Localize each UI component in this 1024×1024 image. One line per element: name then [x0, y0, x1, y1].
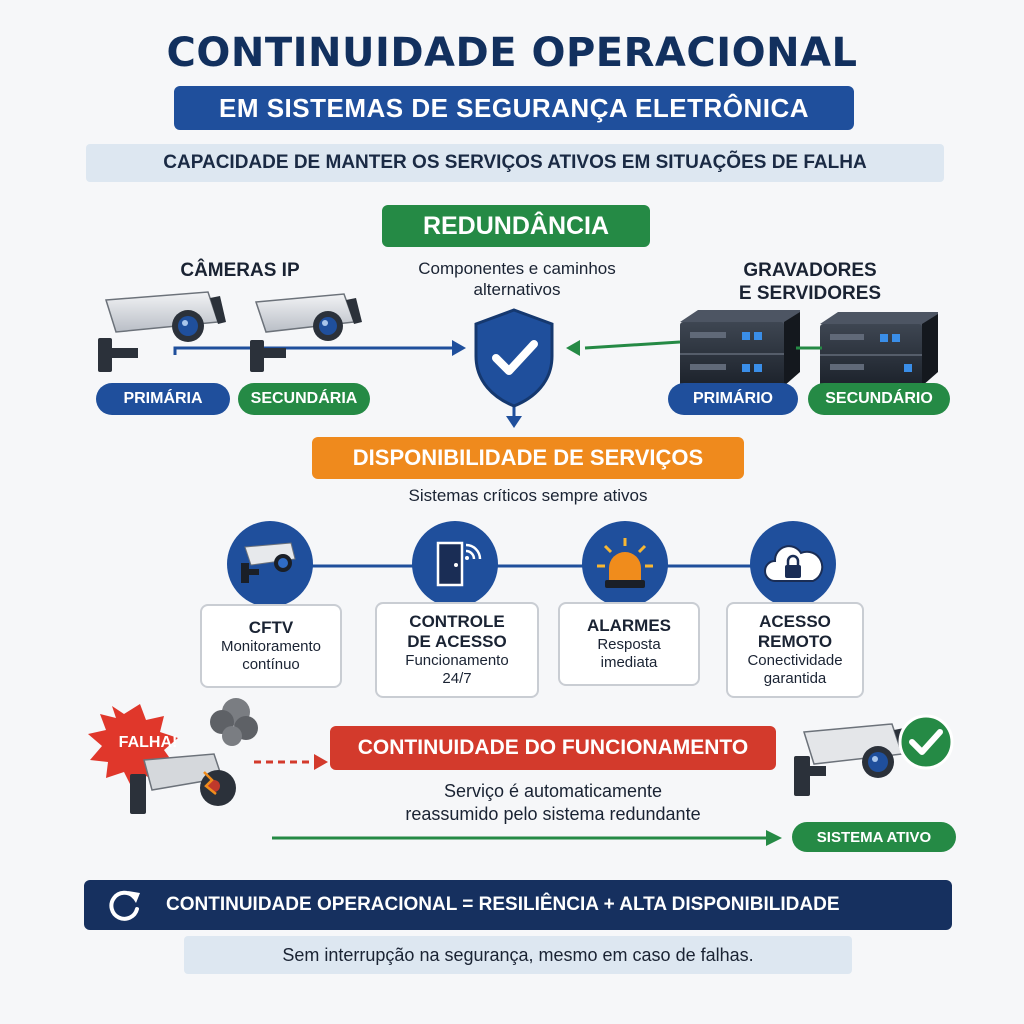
- service-title: CFTV: [248, 617, 294, 637]
- security-camera-icon: [250, 293, 362, 372]
- redundancy-description: Componentes e caminhos alternativos: [362, 258, 672, 301]
- smoke-icon: [210, 698, 258, 746]
- camera-link-line: [173, 346, 455, 355]
- server-secondary-tag: SECUNDÁRIO: [808, 383, 950, 415]
- check-icon: [898, 714, 954, 770]
- alarm-icon-circle: [582, 521, 668, 607]
- shield-check-icon: [474, 308, 554, 408]
- service-desc-line1: Funcionamento: [405, 652, 509, 670]
- continuity-pill: CONTINUIDADE DO FUNCIONAMENTO: [330, 726, 776, 770]
- security-camera-icon: [98, 291, 226, 372]
- service-card-alarms: ALARMES Resposta imediata: [558, 602, 700, 686]
- server-icon: [820, 312, 938, 386]
- service-desc-line1: Resposta: [597, 636, 661, 654]
- services-connector: [270, 564, 792, 568]
- recovery-arrow: [766, 830, 782, 846]
- service-desc-line1: Conectividade: [747, 652, 843, 670]
- servers-title-line1: GRAVADORES: [743, 260, 877, 281]
- camera-primary-tag: PRIMÁRIA: [96, 383, 230, 415]
- service-title-line2: REMOTO: [757, 632, 833, 651]
- continuity-desc-line1: Serviço é automaticamente: [443, 781, 663, 801]
- definition-banner: CAPACIDADE DE MANTER OS SERVIÇOS ATIVOS …: [86, 144, 944, 182]
- service-desc-line2: contínuo: [242, 656, 300, 674]
- server-icon: [680, 310, 800, 386]
- service-card-remote-access: ACESSO REMOTO Conectividade garantida: [726, 602, 864, 698]
- broken-camera-icon: [130, 753, 236, 814]
- availability-description: Sistemas críticos sempre ativos: [408, 486, 648, 505]
- availability-title: DISPONIBILIDADE DE SERVIÇOS: [352, 445, 704, 470]
- service-desc-line2: imediata: [600, 654, 658, 672]
- continuity-diagram: [88, 698, 954, 846]
- door-access-icon: [436, 541, 482, 587]
- redundancy-diagram: [98, 291, 938, 428]
- access-control-icon-circle: [412, 521, 498, 607]
- footer-note-banner: Sem interrupção na segurança, mesmo em c…: [184, 936, 852, 974]
- service-title-line1: CONTROLE: [409, 611, 505, 631]
- redundancy-desc-line1: Componentes e caminhos: [418, 259, 616, 278]
- server-link-arrow: [566, 340, 580, 356]
- subtitle-text: EM SISTEMAS DE SEGURANÇA ELETRÔNICA: [218, 92, 810, 123]
- continuity-description: Serviço é automaticamente reassumido pel…: [320, 780, 786, 827]
- failure-arrow: [314, 754, 328, 770]
- security-camera-icon: [241, 542, 296, 583]
- redundancy-pill: REDUNDÂNCIA: [382, 205, 650, 247]
- footer-note: Sem interrupção na segurança, mesmo em c…: [282, 944, 754, 965]
- remote-access-icon-circle: [750, 521, 836, 607]
- service-desc-line1: Monitoramento: [220, 638, 322, 656]
- service-desc-line2: 24/7: [442, 670, 472, 688]
- alarm-siren-icon: [597, 538, 653, 588]
- redundancy-desc-line2: alternativos: [473, 280, 561, 300]
- equation-banner: CONTINUIDADE OPERACIONAL = RESILIÊNCIA +…: [84, 880, 952, 930]
- continuity-title: CONTINUIDADE DO FUNCIONAMENTO: [357, 736, 749, 759]
- security-camera-icon: [794, 723, 910, 796]
- service-title-line1: ACESSO: [759, 611, 831, 631]
- cftv-icon-circle: [227, 521, 313, 607]
- service-desc-line2: garantida: [763, 670, 827, 688]
- servers-title: GRAVADORES E SERVIDORES: [690, 260, 930, 306]
- availability-pill: DISPONIBILIDADE DE SERVIÇOS: [312, 437, 744, 479]
- equation-text: CONTINUIDADE OPERACIONAL = RESILIÊNCIA +…: [166, 894, 840, 915]
- refresh-icon: [109, 890, 140, 921]
- cameras-title: CÂMERAS IP: [180, 260, 300, 281]
- cloud-lock-icon: [764, 545, 824, 582]
- servers-title-line2: E SERVIDORES: [738, 282, 882, 304]
- page-title: CONTINUIDADE OPERACIONAL: [166, 30, 858, 76]
- camera-link-arrow: [452, 340, 466, 356]
- system-active-tag: SISTEMA ATIVO: [792, 822, 956, 852]
- service-card-cftv: CFTV Monitoramento contínuo: [200, 604, 342, 688]
- service-card-access-control: CONTROLE DE ACESSO Funcionamento 24/7: [375, 602, 539, 698]
- redundancy-title: REDUNDÂNCIA: [422, 211, 610, 240]
- failure-label: FALHA!: [118, 734, 178, 751]
- server-primary-tag: PRIMÁRIO: [668, 383, 798, 415]
- service-title: ALARMES: [586, 615, 672, 635]
- down-link-arrow: [506, 416, 522, 428]
- service-title-line2: DE ACESSO: [407, 632, 507, 651]
- server-link-line: [584, 340, 681, 350]
- continuity-desc-line2: reassumido pelo sistema redundante: [405, 804, 701, 825]
- definition-text: CAPACIDADE DE MANTER OS SERVIÇOS ATIVOS …: [163, 152, 867, 173]
- subtitle-banner: EM SISTEMAS DE SEGURANÇA ELETRÔNICA: [174, 86, 854, 130]
- camera-secondary-tag: SECUNDÁRIA: [238, 383, 370, 415]
